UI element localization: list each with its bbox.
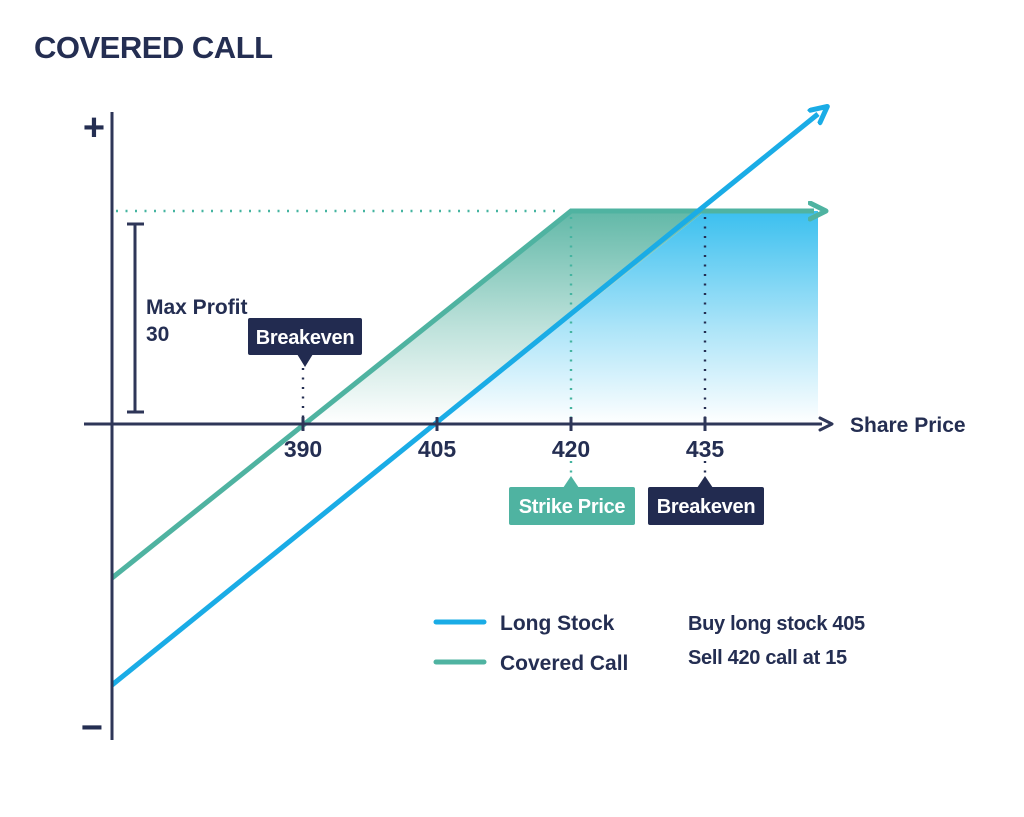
note-buy-long-stock: Buy long stock 405	[688, 613, 865, 635]
breakeven-right-badge-text: Breakeven	[657, 496, 755, 518]
y-axis-plus-sign: +	[83, 107, 105, 149]
breakeven-left-badge-tail	[297, 354, 313, 367]
breakeven-badge-right: Breakeven	[648, 476, 764, 525]
breakeven-right-badge-box	[648, 487, 764, 525]
strike-price-badge: Strike Price	[509, 476, 635, 525]
breakeven-left-badge-box	[248, 318, 362, 355]
long-stock-line	[110, 114, 818, 687]
x-axis-label: Share Price	[850, 414, 966, 437]
y-axis-minus-sign: −	[81, 707, 103, 749]
covered-call-profit-band	[303, 211, 705, 423]
strike-price-badge-box	[509, 487, 635, 525]
legend-label-long-stock: Long Stock	[500, 612, 615, 635]
tick-label-435: 435	[686, 436, 725, 462]
long-stock-profit-band	[437, 211, 818, 423]
breakeven-badge-left: Breakeven	[248, 318, 362, 367]
tick-label-405: 405	[418, 436, 457, 462]
breakeven-right-badge-tail	[697, 476, 713, 488]
tick-label-390: 390	[284, 436, 322, 462]
breakeven-left-badge-text: Breakeven	[256, 327, 354, 349]
legend-label-covered-call: Covered Call	[500, 652, 628, 675]
covered-call-line	[110, 211, 814, 580]
strike-price-badge-text: Strike Price	[519, 496, 626, 518]
trade-notes: Buy long stock 405 Sell 420 call at 15	[688, 613, 865, 669]
page-title: COVERED CALL	[34, 30, 273, 65]
legend: Long Stock Covered Call	[433, 612, 628, 675]
max-profit-bracket	[127, 222, 144, 414]
max-profit-value: 30	[146, 323, 169, 346]
max-profit-label: Max Profit	[146, 296, 248, 319]
note-sell-call: Sell 420 call at 15	[688, 647, 847, 669]
tick-label-420: 420	[552, 436, 590, 462]
strike-price-badge-tail	[563, 476, 579, 488]
